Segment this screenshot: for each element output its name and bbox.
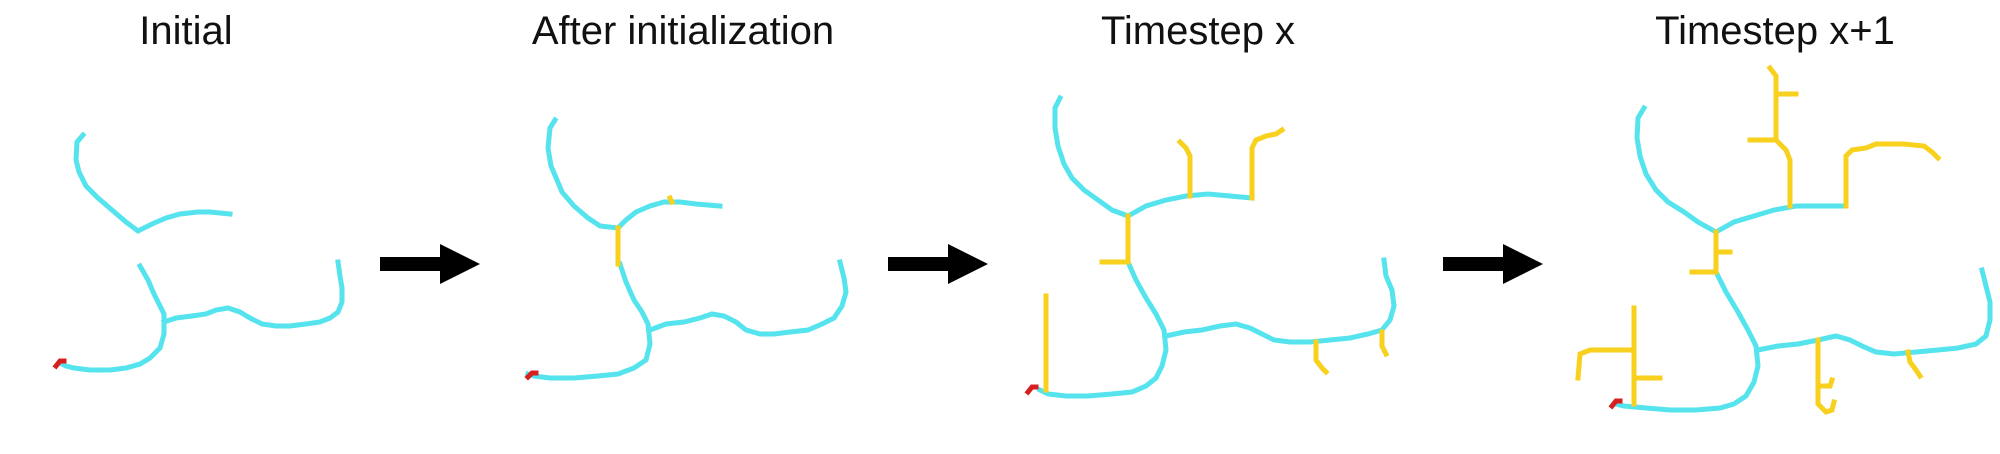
trunk-branch bbox=[1634, 104, 1720, 236]
trunk-branch bbox=[524, 260, 653, 381]
new-growth bbox=[1815, 376, 1836, 389]
arrow-3 bbox=[1443, 244, 1543, 284]
arrow-1 bbox=[380, 244, 480, 284]
arrow-2-head bbox=[948, 244, 988, 284]
new-growth bbox=[1249, 126, 1286, 201]
new-growth bbox=[1379, 329, 1390, 358]
panel-title-initial: Initial bbox=[139, 9, 232, 53]
arrow-3-shaft bbox=[1443, 257, 1503, 271]
new-growth bbox=[1575, 347, 1637, 381]
new-growth bbox=[1766, 64, 1793, 209]
new-growth bbox=[1099, 213, 1131, 265]
seed-point bbox=[524, 370, 539, 381]
trunk-branch bbox=[1755, 266, 1993, 357]
panel-initial bbox=[52, 131, 345, 373]
new-growth bbox=[1313, 339, 1330, 376]
trunk-branch bbox=[646, 258, 849, 337]
arrow-1-shaft bbox=[380, 257, 440, 271]
arrow-3-head bbox=[1503, 244, 1543, 284]
arrow-2 bbox=[888, 244, 988, 284]
trunk-branch bbox=[1124, 191, 1255, 220]
panel-title-timestep-x: Timestep x bbox=[1101, 9, 1295, 53]
trunk-branch bbox=[160, 259, 345, 329]
trunk-branch bbox=[1163, 257, 1397, 345]
trunk-branch bbox=[1712, 203, 1849, 236]
panel-after-initialization bbox=[524, 116, 849, 381]
new-growth bbox=[1815, 337, 1838, 415]
panel-title-timestep-x-plus-1: Timestep x+1 bbox=[1655, 9, 1895, 53]
seed-point bbox=[52, 358, 67, 370]
new-growth bbox=[666, 194, 676, 206]
seed-point bbox=[1608, 398, 1623, 410]
new-growth bbox=[1843, 141, 1942, 209]
panel-title-after-initialization: After initialization bbox=[532, 9, 834, 53]
trunk-branch bbox=[614, 199, 723, 232]
new-growth bbox=[1689, 229, 1719, 275]
new-growth bbox=[1176, 138, 1193, 199]
trunk-branch bbox=[1612, 268, 1761, 413]
trunk-branch bbox=[58, 262, 167, 373]
trunk-branch bbox=[73, 131, 233, 234]
arrow-1-head bbox=[440, 244, 480, 284]
new-growth bbox=[1905, 349, 1924, 380]
panel-timestep-x-plus-1 bbox=[1575, 64, 1993, 415]
seed-point bbox=[1024, 384, 1039, 396]
panel-timestep-x bbox=[1024, 94, 1397, 399]
arrow-2-shaft bbox=[888, 257, 948, 271]
trunk-branch bbox=[545, 116, 621, 231]
trunk-branch bbox=[1036, 258, 1169, 399]
trunk-branch bbox=[1052, 94, 1132, 220]
